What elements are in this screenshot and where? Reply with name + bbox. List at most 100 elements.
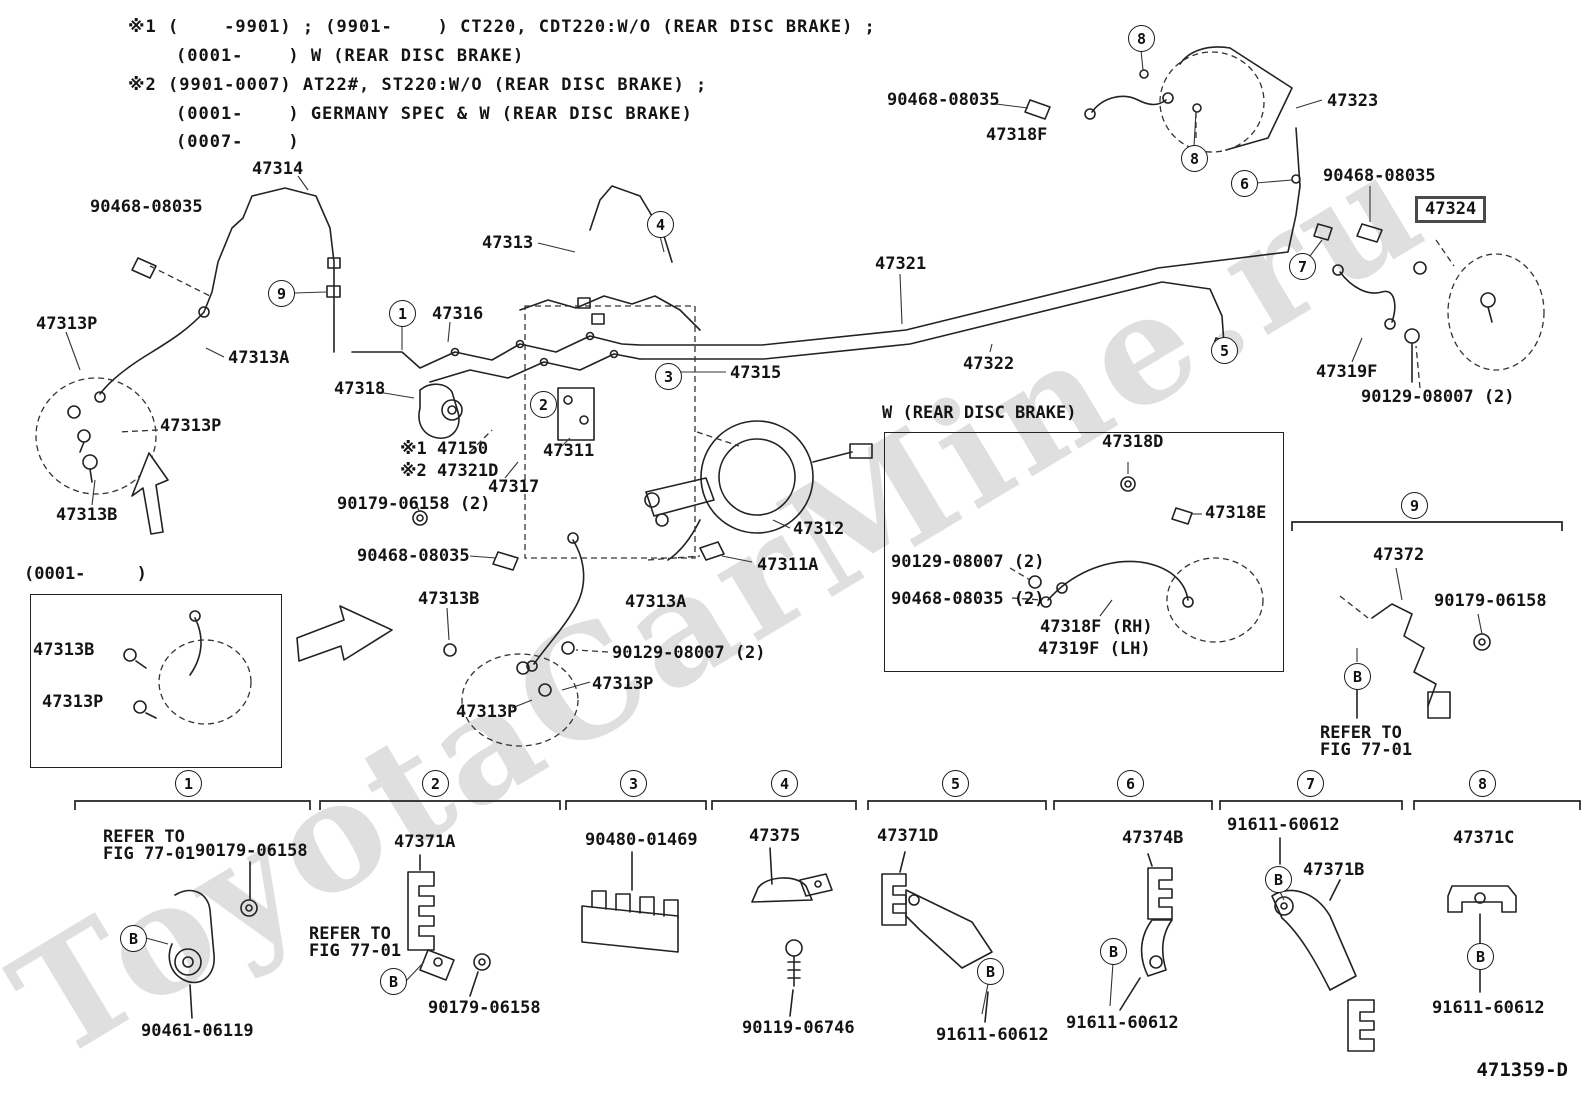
part-label-90179-06158: 90179-06158 xyxy=(195,841,308,861)
callout-circle-2: 2 xyxy=(530,391,557,418)
part-label-90179-06158-2: 90179-06158 (2) xyxy=(337,494,491,514)
part-label-90480-01469: 90480-01469 xyxy=(585,830,698,850)
callout-circle-B: B xyxy=(1344,663,1371,690)
part-label-90468-08035: 90468-08035 xyxy=(357,546,470,566)
part-label-47319f-lh: 47319F (LH) xyxy=(1038,639,1151,659)
part-label-47317: 47317 xyxy=(488,477,540,497)
note-line-1: ※1 ( -9901) ; (9901- ) CT220, CDT220:W/O… xyxy=(128,17,876,37)
part-label-47318f-rh: 47318F (RH) xyxy=(1040,617,1153,637)
part-label-47313b: 47313B xyxy=(56,505,118,525)
note-line-4: (0001- ) GERMANY SPEC & W (REAR DISC BRA… xyxy=(176,104,693,124)
section-bracket xyxy=(74,800,311,810)
note-line-3: ※2 (9901-0007) AT22#, ST220:W/O (REAR DI… xyxy=(128,75,708,95)
section-bracket xyxy=(1219,800,1403,810)
callout-circle-B: B xyxy=(977,958,1004,985)
section-brackets xyxy=(74,521,1581,810)
callout-circle-9: 9 xyxy=(268,280,295,307)
section-bracket xyxy=(711,800,857,810)
part-label-47318e: 47318E xyxy=(1205,503,1267,523)
part-label-47313b: 47313B xyxy=(418,589,480,609)
part-label-91611-60612: 91611-60612 xyxy=(1432,998,1545,1018)
dashed-lines xyxy=(35,51,1545,747)
part-label-47313a: 47313A xyxy=(228,348,290,368)
part-label-fig-77-01: FIG 77-01 xyxy=(309,941,402,961)
note-line-5: (0007- ) xyxy=(176,132,300,152)
part-label-90119-06746: 90119-06746 xyxy=(742,1018,855,1038)
part-label-90468-08035: 90468-08035 xyxy=(887,90,1000,110)
part-label-90468-08035: 90468-08035 xyxy=(1323,166,1436,186)
callout-circle-7: 7 xyxy=(1297,770,1324,797)
part-label-47323: 47323 xyxy=(1327,91,1379,111)
part-label-90461-06119: 90461-06119 xyxy=(141,1021,254,1041)
callout-circle-1: 1 xyxy=(389,300,416,327)
part-label-1-47150: ※1 47150 xyxy=(400,439,489,459)
section-bracket xyxy=(565,800,707,810)
direction-arrows xyxy=(131,452,393,662)
part-label-47313: 47313 xyxy=(482,233,534,253)
callout-circle-B: B xyxy=(380,968,407,995)
part-label-91611-60612: 91611-60612 xyxy=(936,1025,1049,1045)
part-label-47311a: 47311A xyxy=(757,555,819,575)
callout-circle-8: 8 xyxy=(1128,25,1155,52)
part-label-47313b: 47313B xyxy=(33,640,95,660)
part-label-90179-06158: 90179-06158 xyxy=(428,998,541,1018)
part-label-47318f: 47318F xyxy=(986,125,1048,145)
part-label-47322: 47322 xyxy=(963,354,1015,374)
note-line-2: (0001- ) W (REAR DISC BRAKE) xyxy=(176,46,525,66)
part-label-47313p: 47313P xyxy=(36,314,98,334)
section-bracket xyxy=(867,800,1047,810)
callout-circle-5: 5 xyxy=(1211,337,1238,364)
part-label-47324: 47324 xyxy=(1415,196,1487,224)
diagram-doc-number: 471359-D xyxy=(1476,1059,1568,1081)
part-label-47318d: 47318D xyxy=(1102,432,1164,452)
callout-circle-B: B xyxy=(1467,943,1494,970)
callout-circle-8: 8 xyxy=(1181,145,1208,172)
part-label-47311: 47311 xyxy=(543,441,595,461)
section-bracket xyxy=(1413,800,1581,810)
rear-disc-inset-box xyxy=(884,432,1284,672)
part-label-47371c: 47371C xyxy=(1453,828,1515,848)
callout-circle-3: 3 xyxy=(620,770,647,797)
part-label-47314: 47314 xyxy=(252,159,304,179)
callout-circle-3: 3 xyxy=(655,363,682,390)
callout-circle-B: B xyxy=(1265,866,1292,893)
part-label-47371a: 47371A xyxy=(394,832,456,852)
part-label-47374b: 47374B xyxy=(1122,828,1184,848)
callout-circle-5: 5 xyxy=(942,770,969,797)
part-label-47371b: 47371B xyxy=(1303,860,1365,880)
callout-circle-7: 7 xyxy=(1289,253,1316,280)
callout-circle-6: 6 xyxy=(1231,170,1258,197)
section-bracket xyxy=(1053,800,1213,810)
section-bracket xyxy=(319,800,561,810)
part-label-47312: 47312 xyxy=(793,519,845,539)
part-label-refer-to: REFER TO xyxy=(103,827,185,847)
part-label-0001: (0001- ) xyxy=(24,564,147,584)
callout-circle-6: 6 xyxy=(1117,770,1144,797)
callout-circle-8: 8 xyxy=(1469,770,1496,797)
left-inset-box xyxy=(30,594,282,768)
callout-circle-B: B xyxy=(120,925,147,952)
callout-circle-2: 2 xyxy=(422,770,449,797)
part-label-47313p: 47313P xyxy=(592,674,654,694)
section-bracket xyxy=(1291,521,1563,531)
part-label-47372: 47372 xyxy=(1373,545,1425,565)
part-label-fig-77-01: FIG 77-01 xyxy=(1320,740,1413,760)
part-label-47313a: 47313A xyxy=(625,592,687,612)
part-label-refer-to: REFER TO xyxy=(1320,723,1402,743)
leader-lines xyxy=(65,49,1483,1015)
part-label-fig-77-01: FIG 77-01 xyxy=(103,844,196,864)
part-label-90468-08035: 90468-08035 xyxy=(90,197,203,217)
part-label-90129-08007-2: 90129-08007 (2) xyxy=(1361,387,1515,407)
part-label-90179-06158: 90179-06158 xyxy=(1434,591,1547,611)
part-label-47319f: 47319F xyxy=(1316,362,1378,382)
callout-circle-B: B xyxy=(1100,938,1127,965)
part-label-91611-60612: 91611-60612 xyxy=(1227,815,1340,835)
part-label-47316: 47316 xyxy=(432,304,484,324)
callout-circle-4: 4 xyxy=(771,770,798,797)
callout-circle-1: 1 xyxy=(175,770,202,797)
part-label-47375: 47375 xyxy=(749,826,801,846)
part-label-47371d: 47371D xyxy=(877,826,939,846)
part-label-90129-08007-2: 90129-08007 (2) xyxy=(612,643,766,663)
part-label-47313p: 47313P xyxy=(42,692,104,712)
